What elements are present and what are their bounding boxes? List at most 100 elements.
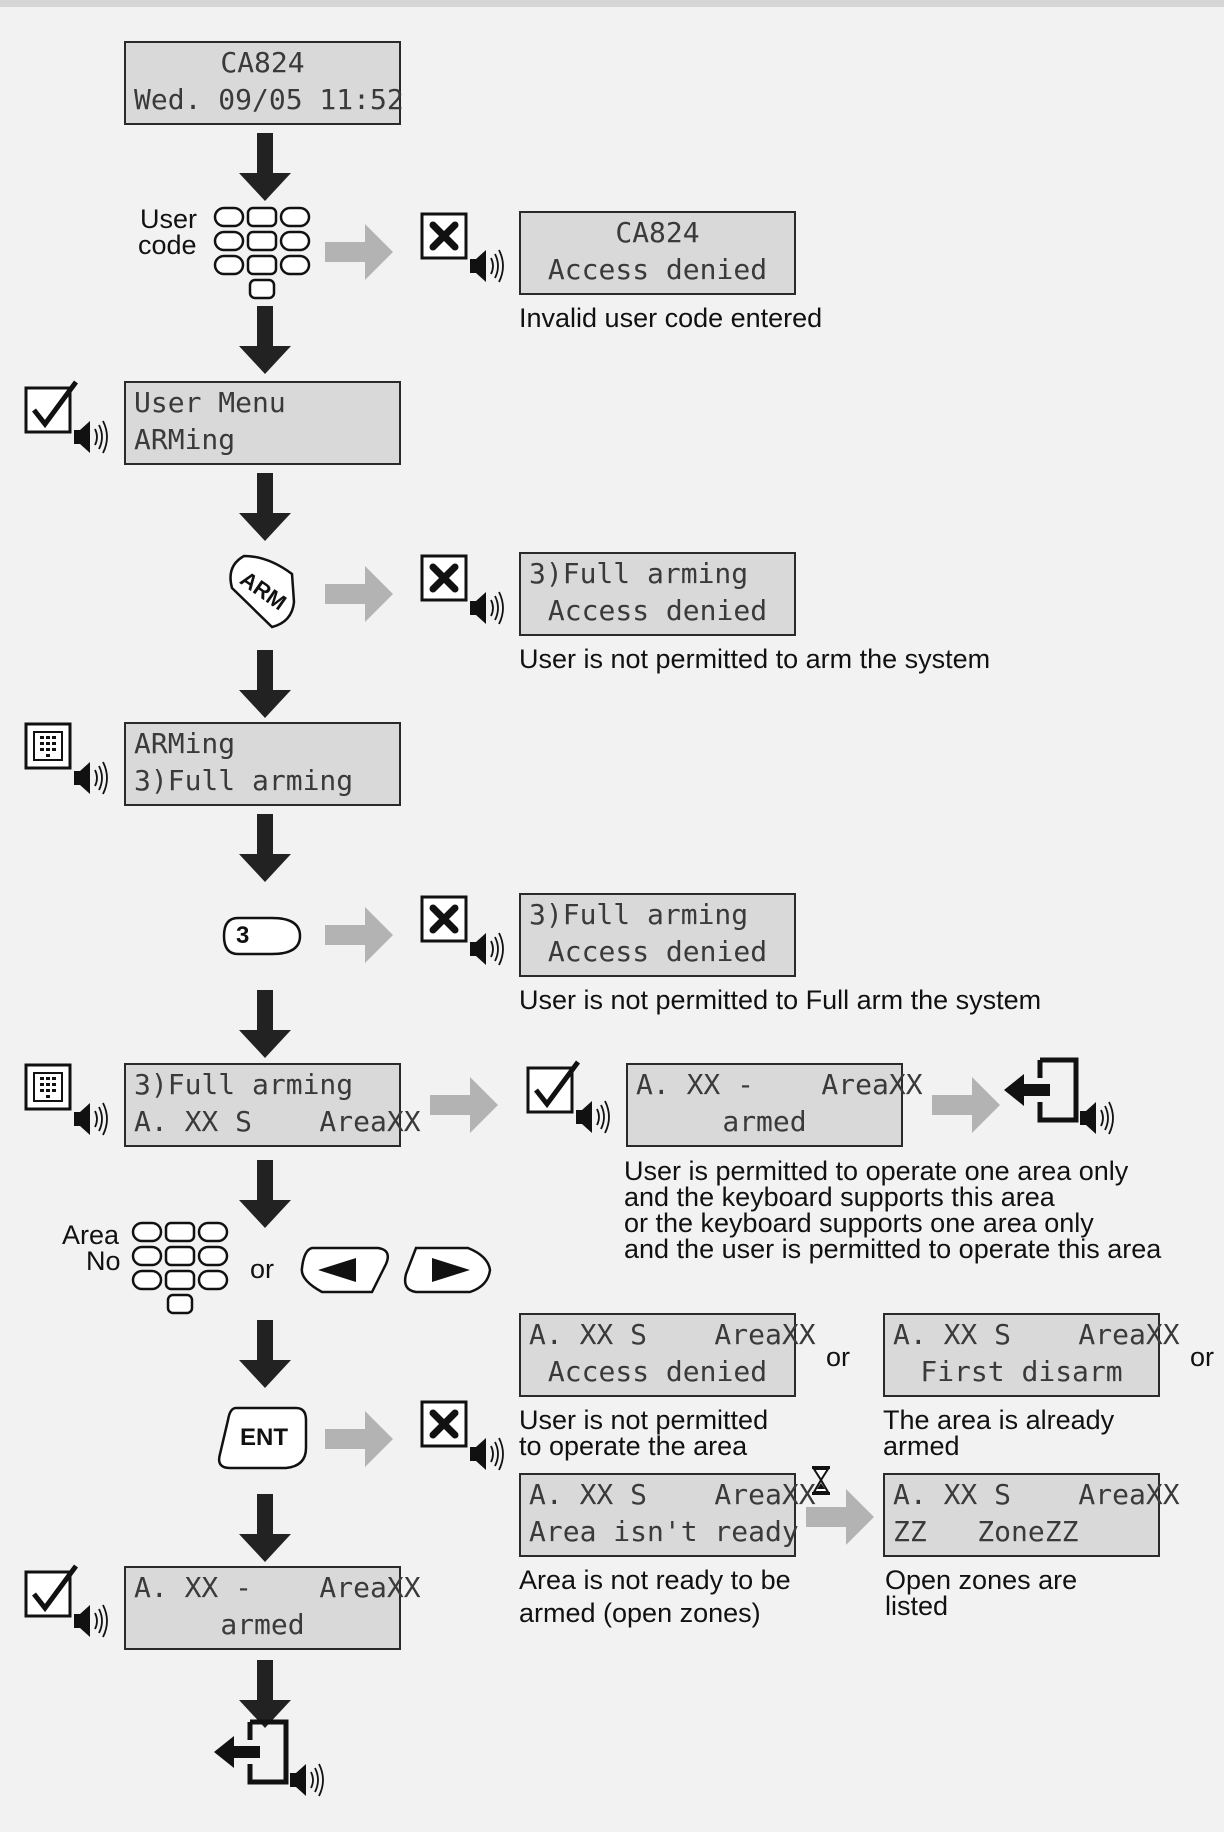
arm-key-icon xyxy=(229,554,296,629)
lcd-line: Access denied xyxy=(547,594,768,627)
keypad-icon xyxy=(131,1221,229,1315)
lcd-full-denied: 3)Full arming Access denied xyxy=(519,893,796,977)
lcd-start: CA824 Wed. 09/05 11:52 xyxy=(124,41,404,125)
lcd-line: A. XX S AreaXX xyxy=(134,1105,421,1138)
gray-arrow-icon xyxy=(325,566,393,622)
down-arrow-icon xyxy=(239,1494,291,1562)
lcd-open-zones: A. XX S AreaXX ZZ ZoneZZ xyxy=(883,1473,1180,1557)
ent-key-label: ENT xyxy=(240,1424,288,1451)
area-no-label-1: Area xyxy=(62,1220,120,1250)
lcd-line: 3)Full arming xyxy=(134,1068,354,1101)
top-divider xyxy=(0,0,1224,7)
cross-icon xyxy=(422,1402,504,1471)
caption-one-area-2: and the keyboard supports this area xyxy=(624,1182,1055,1212)
ent-key-icon xyxy=(217,1406,308,1470)
lcd-line: ZZ ZoneZZ xyxy=(893,1515,1079,1548)
lcd-line: A. XX S AreaXX xyxy=(893,1478,1180,1511)
lcd-line: Wed. 09/05 11:52 xyxy=(134,83,404,116)
area-no-label-2: No xyxy=(86,1246,121,1276)
key-3-icon xyxy=(222,916,302,956)
lcd-line: CA824 xyxy=(615,216,700,249)
down-arrow-icon xyxy=(239,1160,291,1228)
menu-icon xyxy=(24,1063,108,1136)
check-icon xyxy=(26,382,108,454)
gray-arrow-icon xyxy=(325,224,393,280)
lcd-line: A. XX S AreaXX xyxy=(893,1318,1180,1351)
caption-not-ready-2: armed (open zones) xyxy=(519,1598,761,1628)
lcd-line: armed xyxy=(722,1105,807,1138)
lcd-armed-one-area: A. XX - AreaXX armed xyxy=(626,1063,923,1147)
caption-no-arm: User is not permitted to arm the system xyxy=(519,644,991,674)
or-label: or xyxy=(250,1254,275,1284)
caption-no-full-arm: User is not permitted to Full arm the sy… xyxy=(519,985,1042,1015)
exit-icon xyxy=(214,1722,324,1797)
lcd-final-armed: A. XX - AreaXX armed xyxy=(124,1566,421,1650)
or-label: or xyxy=(1190,1342,1215,1372)
down-arrow-icon xyxy=(239,473,291,541)
lcd-line: ARMing xyxy=(134,423,236,456)
lcd-line: CA824 xyxy=(220,46,305,79)
caption-not-ready-1: Area is not ready to be xyxy=(519,1565,791,1595)
lcd-arm-denied: 3)Full arming Access denied xyxy=(519,552,796,636)
lcd-arming-menu: ARMing 3)Full arming xyxy=(124,722,401,806)
lcd-line: 3)Full arming xyxy=(529,557,749,590)
lcd-line: A. XX S AreaXX xyxy=(529,1478,816,1511)
or-label: or xyxy=(826,1342,851,1372)
caption-no-operate-1: User is not permitted xyxy=(519,1405,769,1435)
lcd-line: Access denied xyxy=(547,1355,768,1388)
caption-open-zones-2: listed xyxy=(885,1591,949,1621)
caption-one-area-1: User is permitted to operate one area on… xyxy=(624,1156,1129,1186)
caption-already-armed-2: armed xyxy=(883,1431,960,1461)
caption-no-operate-2: to operate the area xyxy=(519,1431,748,1461)
lcd-area-denied: A. XX S AreaXX Access denied xyxy=(519,1313,816,1397)
lcd-line: A. XX - AreaXX xyxy=(636,1068,923,1101)
caption-one-area-3: or the keyboard supports one area only xyxy=(624,1208,1094,1238)
lcd-line: Access denied xyxy=(547,253,768,286)
down-arrow-icon xyxy=(239,650,291,718)
lcd-line: ARMing xyxy=(134,727,236,760)
lcd-line: First disarm xyxy=(920,1355,1123,1388)
lcd-line: Access denied xyxy=(547,935,768,968)
right-key-icon xyxy=(403,1246,492,1294)
lcd-user-menu: User Menu ARMing xyxy=(124,381,401,465)
check-icon xyxy=(528,1062,610,1134)
lcd-first-disarm: A. XX S AreaXX First disarm xyxy=(883,1313,1180,1397)
gray-arrow-icon xyxy=(430,1077,498,1133)
gray-arrow-icon xyxy=(806,1489,874,1545)
menu-icon xyxy=(24,722,108,795)
left-key-icon xyxy=(300,1246,389,1294)
lcd-line: Area isn't ready xyxy=(529,1515,799,1548)
down-arrow-icon xyxy=(239,133,291,201)
down-arrow-icon xyxy=(239,306,291,374)
down-arrow-icon xyxy=(239,1320,291,1388)
lcd-full-arming: 3)Full arming A. XX S AreaXX xyxy=(124,1063,421,1147)
caption-open-zones-1: Open zones are xyxy=(885,1565,1078,1595)
hourglass-icon xyxy=(812,1466,830,1495)
gray-arrow-icon xyxy=(932,1077,1000,1133)
down-arrow-icon xyxy=(239,990,291,1058)
cross-icon xyxy=(422,556,504,625)
caption-invalid-code: Invalid user code entered xyxy=(519,303,823,333)
key-3-label: 3 xyxy=(236,922,250,949)
lcd-line: A. XX - AreaXX xyxy=(134,1571,421,1604)
gray-arrow-icon xyxy=(325,907,393,963)
lcd-line: User Menu xyxy=(134,386,286,419)
gray-arrow-icon xyxy=(325,1411,393,1467)
lcd-line: 3)Full arming xyxy=(134,764,354,797)
lcd-line: A. XX S AreaXX xyxy=(529,1318,816,1351)
down-arrow-icon xyxy=(239,814,291,882)
lcd-not-ready: A. XX S AreaXX Area isn't ready xyxy=(519,1473,816,1557)
lcd-line: 3)Full arming xyxy=(529,898,749,931)
check-icon xyxy=(26,1566,108,1638)
cross-icon xyxy=(422,214,504,283)
caption-already-armed-1: The area is already xyxy=(883,1405,1115,1435)
down-arrow-icon xyxy=(239,1660,291,1728)
keypad-icon xyxy=(213,206,311,300)
caption-one-area-4: and the user is permitted to operate thi… xyxy=(624,1234,1162,1264)
user-code-label-2: code xyxy=(138,230,197,260)
user-code-label-1: User xyxy=(140,204,198,234)
lcd-line: armed xyxy=(220,1608,305,1641)
cross-icon xyxy=(422,897,504,966)
